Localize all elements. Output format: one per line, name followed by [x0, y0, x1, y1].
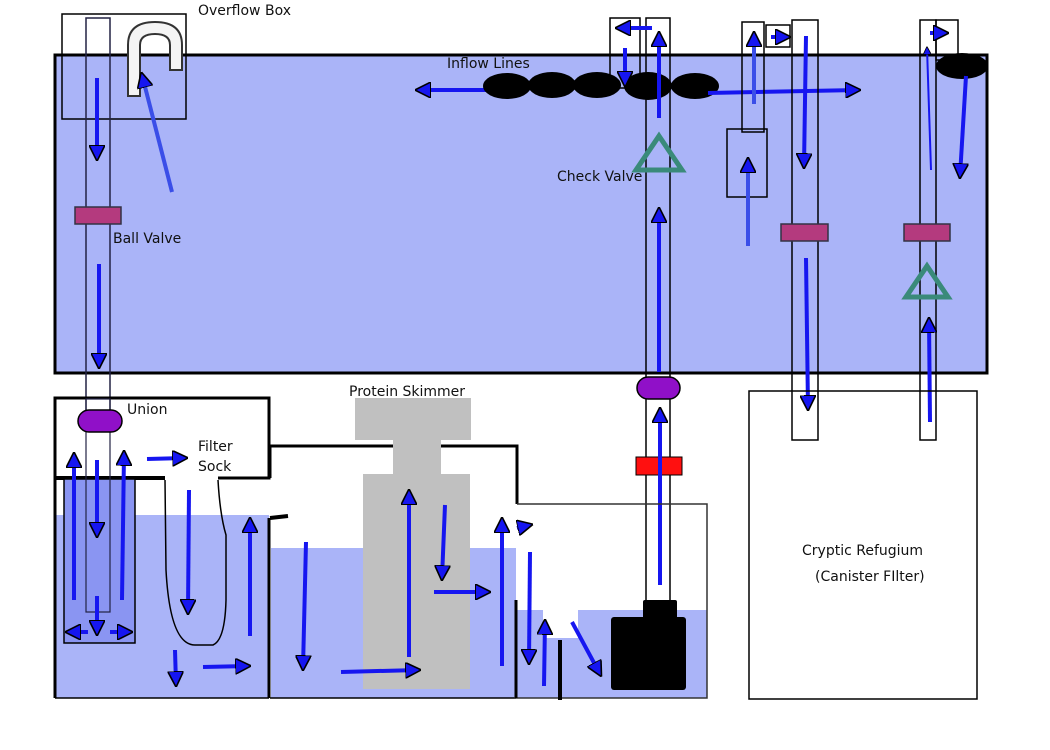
inflow-lines-label: Inflow Lines — [447, 56, 530, 72]
filter-sock — [164, 479, 227, 646]
flow-arrow — [340, 670, 418, 672]
cryptic-refugium — [748, 390, 978, 700]
inflow-nozzle — [936, 53, 988, 79]
flow-arrow — [960, 75, 966, 176]
flow-arrow — [929, 320, 930, 423]
filter-sock-label-2: Sock — [198, 459, 232, 475]
flow-arrow — [146, 458, 185, 459]
overflow-box — [61, 13, 187, 120]
return-tee — [609, 17, 641, 89]
check-valve — [901, 261, 953, 300]
inflow-nozzle — [483, 73, 531, 99]
display-tank — [53, 53, 989, 375]
refugium-pipe — [741, 21, 765, 133]
check-valve-label: Check Valve — [557, 169, 642, 185]
ball-valve — [74, 206, 122, 225]
ball-valve-label: Ball Valve — [113, 231, 181, 247]
ball-valve — [780, 223, 829, 242]
union-label: Union — [127, 402, 167, 418]
overflow-u-tube — [127, 20, 183, 97]
inflow-nozzle — [573, 72, 621, 98]
ball-valve — [903, 223, 951, 242]
flow-arrow — [303, 541, 306, 668]
protein-skimmer-neck — [393, 440, 441, 474]
check-valve — [631, 131, 687, 173]
protein-skimmer-label: Protein Skimmer — [349, 384, 465, 400]
flow-arrow — [544, 622, 545, 687]
sump-section-1 — [53, 396, 271, 698]
flow-arrow — [804, 35, 806, 166]
return-pump-top — [643, 600, 677, 620]
cryptic-refugium-label: Cryptic Refugium — [802, 543, 923, 559]
protein-skimmer-body — [363, 474, 470, 689]
union — [636, 376, 681, 400]
inflow-nozzle — [671, 73, 719, 99]
sump-baffle — [269, 514, 289, 520]
flow-arrow — [142, 75, 174, 193]
flow-arrow — [570, 621, 600, 674]
flow-arrow — [707, 90, 858, 93]
filter-sock-label: Filter — [198, 439, 233, 455]
flow-arrow — [442, 504, 445, 578]
cryptic-refugium-sublabel: (Canister FIlter) — [815, 569, 925, 585]
flow-arrow — [806, 257, 808, 408]
union — [77, 409, 123, 433]
flow-arrow — [188, 489, 189, 612]
flow-arrow — [202, 666, 248, 667]
return-pump — [611, 617, 686, 690]
overflow-box-label: Overflow Box — [198, 3, 291, 19]
flow-arrow — [517, 525, 530, 528]
flow-arrow — [927, 48, 932, 171]
protein-skimmer-cap — [355, 398, 471, 440]
flow-arrow — [175, 649, 176, 684]
inflow-nozzle — [624, 72, 672, 100]
flow-arrow — [529, 551, 530, 662]
flow-arrow — [122, 453, 124, 601]
inflow-nozzle — [528, 72, 576, 98]
sump-section-3 — [514, 503, 708, 699]
